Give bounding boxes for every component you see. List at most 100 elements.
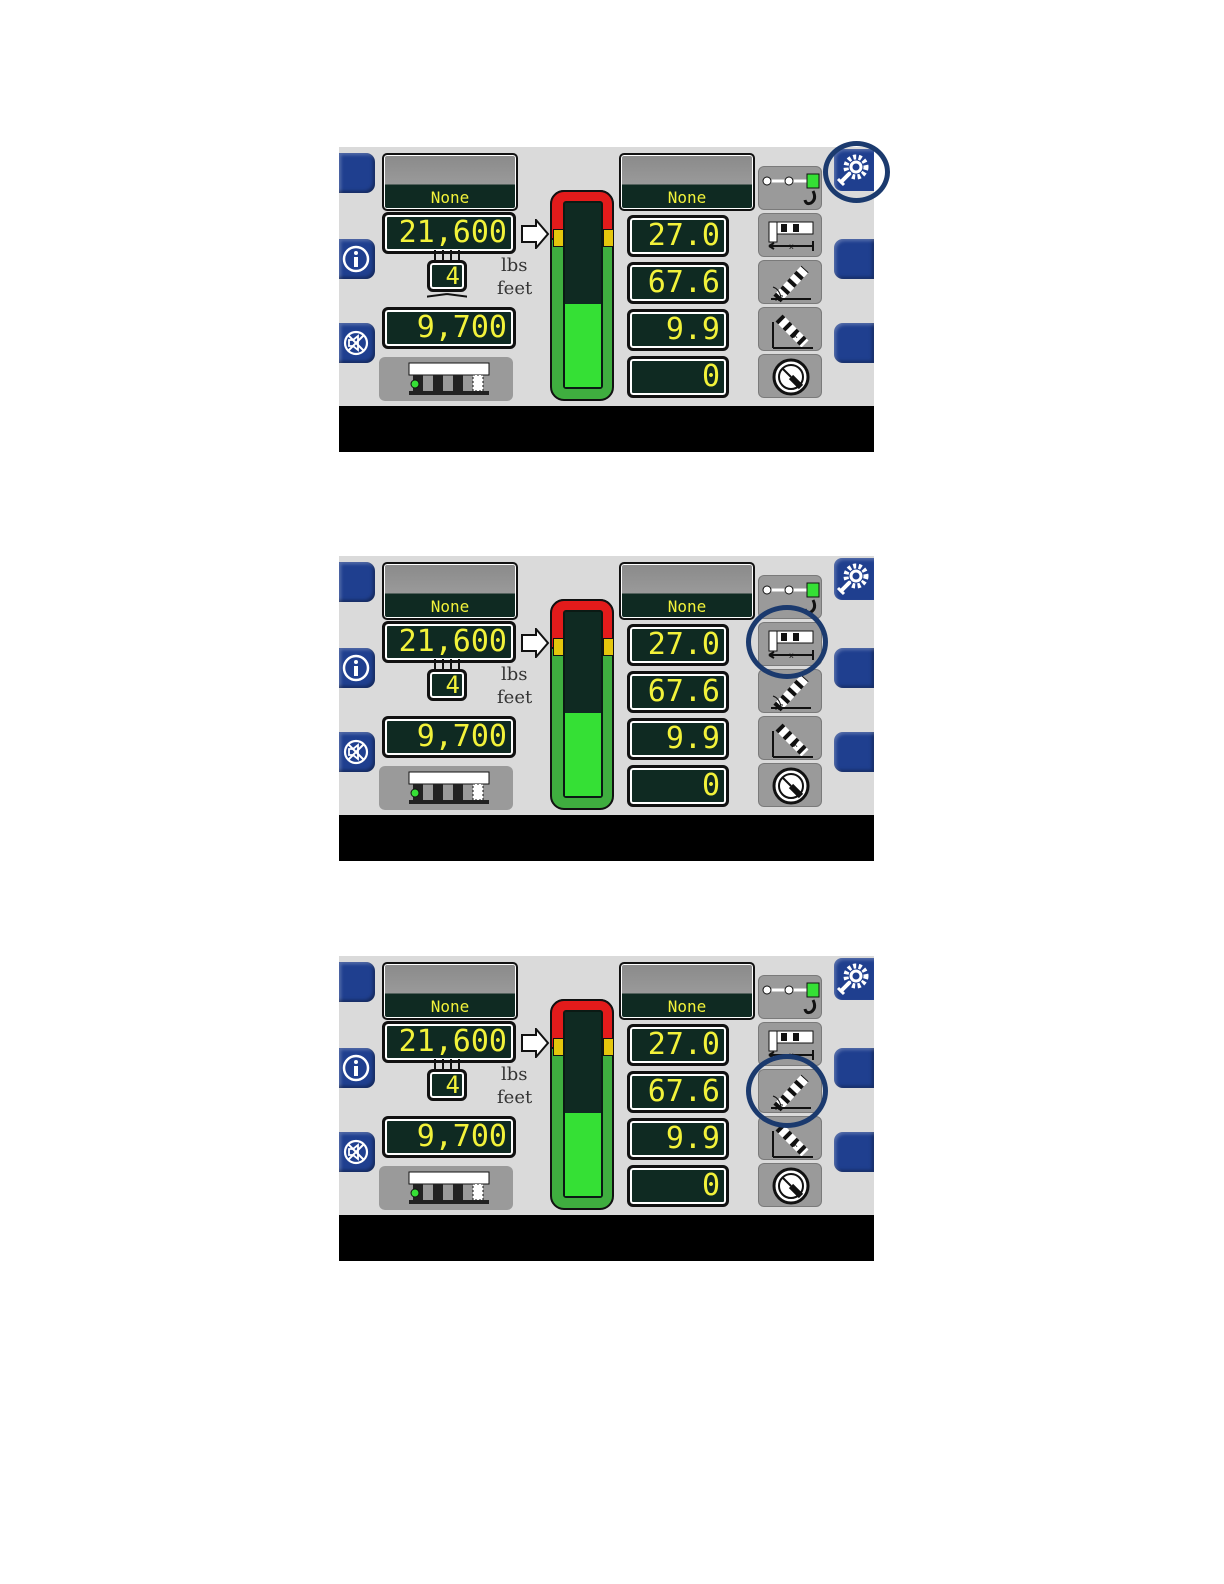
parts-of-line-display: 4 xyxy=(427,1069,467,1101)
info-button[interactable] xyxy=(339,648,375,688)
load-meter-fill xyxy=(565,713,601,796)
boom-length-display: 27.0 xyxy=(627,215,729,257)
left-label-box: None xyxy=(382,153,518,211)
right-label: None xyxy=(621,597,753,616)
length-unit: feet xyxy=(497,1087,532,1108)
info-button[interactable] xyxy=(339,1048,375,1088)
slew-icon xyxy=(759,355,823,399)
actual-load-display: 9,700 xyxy=(382,307,516,349)
hook-block-icon xyxy=(759,976,823,1020)
slew-tool-button[interactable] xyxy=(758,1163,822,1207)
radius-tool-button[interactable]: x xyxy=(758,213,822,257)
boom-height-tool-button[interactable]: x xyxy=(758,307,822,351)
highlight-ring xyxy=(823,141,890,203)
right-label-box: None xyxy=(619,562,755,620)
boom-length-display: 27.0 xyxy=(627,624,729,666)
boom-angle-display: 9.9 xyxy=(627,309,729,351)
status-bar xyxy=(339,406,874,452)
slew-angle-display: 0 xyxy=(627,1165,729,1207)
right-label-box: None xyxy=(619,153,755,211)
svg-text:x°: x° xyxy=(775,703,784,712)
outrigger-icon xyxy=(379,357,513,401)
boom-angle-display: 9.9 xyxy=(627,718,729,760)
boom-height-tool-button[interactable]: x xyxy=(758,716,822,760)
left-top-softkey[interactable] xyxy=(339,153,375,193)
outrigger-icon xyxy=(379,766,513,810)
left-top-softkey[interactable] xyxy=(339,962,375,1002)
radius-icon: x xyxy=(759,214,823,258)
settings-gear-icon xyxy=(834,558,874,600)
horn-mute-button[interactable] xyxy=(339,732,375,772)
radius-display: 67.6 xyxy=(627,262,729,304)
arrow-right-icon xyxy=(520,1028,550,1058)
right-softkey-2[interactable] xyxy=(834,323,874,363)
left-label: None xyxy=(384,597,516,616)
boom-angle-tool-button[interactable]: x° xyxy=(758,260,822,304)
crane-display-screen-1: None 21,600 4 lbs feet 9,700 None 27.0 6… xyxy=(339,147,874,452)
settings-button[interactable] xyxy=(834,558,874,600)
right-softkey-1[interactable] xyxy=(834,1048,874,1088)
boom-angle-display: 9.9 xyxy=(627,1118,729,1160)
right-label: None xyxy=(621,997,753,1016)
outrigger-status-panel xyxy=(379,766,513,810)
hook-block-icon xyxy=(759,167,823,211)
max-load-display: 21,600 xyxy=(382,212,516,254)
parts-of-line-display: 4 xyxy=(427,260,467,292)
right-label: None xyxy=(621,188,753,207)
left-label-box: None xyxy=(382,962,518,1020)
slew-angle-display: 0 xyxy=(627,765,729,807)
slew-angle-display: 0 xyxy=(627,356,729,398)
info-icon xyxy=(342,1054,370,1082)
mute-icon xyxy=(342,1138,370,1166)
mute-icon xyxy=(342,738,370,766)
horn-mute-button[interactable] xyxy=(339,1132,375,1172)
right-softkey-1[interactable] xyxy=(834,648,874,688)
right-softkey-2[interactable] xyxy=(834,1132,874,1172)
right-softkey-2[interactable] xyxy=(834,732,874,772)
max-load-display: 21,600 xyxy=(382,621,516,663)
max-load-display: 21,600 xyxy=(382,1021,516,1063)
svg-text:x: x xyxy=(789,242,794,251)
load-meter-warning-right xyxy=(603,1038,614,1056)
left-label-box: None xyxy=(382,562,518,620)
crane-display-screen-2: None 21,600 4 lbs feet 9,700 None 27.0 6… xyxy=(339,556,874,861)
hoist-tool-button[interactable] xyxy=(758,166,822,210)
weight-unit: lbs xyxy=(501,1064,528,1085)
slew-icon xyxy=(759,764,823,808)
load-meter-warning-right xyxy=(603,229,614,247)
arrow-right-icon xyxy=(520,219,550,249)
svg-text:x: x xyxy=(793,1140,798,1149)
status-bar xyxy=(339,815,874,861)
info-icon xyxy=(342,654,370,682)
info-icon xyxy=(342,245,370,273)
outrigger-icon xyxy=(379,1166,513,1210)
right-softkey-1[interactable] xyxy=(834,239,874,279)
left-top-softkey[interactable] xyxy=(339,562,375,602)
svg-text:x°: x° xyxy=(775,294,784,303)
mute-icon xyxy=(342,329,370,357)
actual-load-display: 9,700 xyxy=(382,1116,516,1158)
horn-mute-button[interactable] xyxy=(339,323,375,363)
settings-gear-icon xyxy=(834,958,874,1000)
boom-height-icon: x xyxy=(759,717,823,761)
info-button[interactable] xyxy=(339,239,375,279)
load-meter-fill xyxy=(565,1113,601,1196)
boom-angle-icon: x° xyxy=(759,261,823,305)
radius-display: 67.6 xyxy=(627,671,729,713)
weight-unit: lbs xyxy=(501,664,528,685)
highlight-ring xyxy=(746,1054,828,1128)
left-label: None xyxy=(384,188,516,207)
load-meter-fill xyxy=(565,304,601,387)
slew-tool-button[interactable] xyxy=(758,354,822,398)
radius-display: 67.6 xyxy=(627,1071,729,1113)
highlight-ring xyxy=(746,605,828,679)
parts-of-line-display: 4 xyxy=(427,669,467,701)
right-label-box: None xyxy=(619,962,755,1020)
hoist-tool-button[interactable] xyxy=(758,975,822,1019)
outrigger-status-panel xyxy=(379,357,513,401)
actual-load-display: 9,700 xyxy=(382,716,516,758)
slew-icon xyxy=(759,1164,823,1208)
settings-button[interactable] xyxy=(834,958,874,1000)
slew-tool-button[interactable] xyxy=(758,763,822,807)
load-meter-warning-right xyxy=(603,638,614,656)
